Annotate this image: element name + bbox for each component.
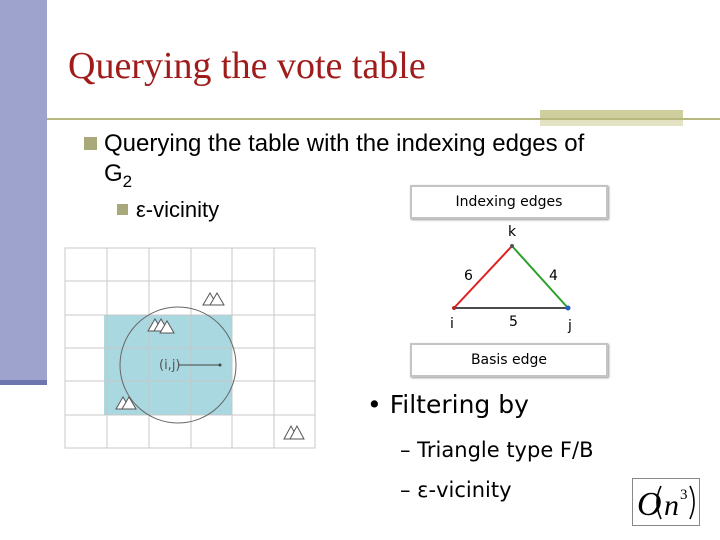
edge-left-line xyxy=(453,245,513,309)
title-rule-accent xyxy=(540,110,683,120)
complexity-formula-svg: O n 3 xyxy=(637,485,695,523)
radius-end-dot xyxy=(218,363,222,367)
complexity-exp: 3 xyxy=(680,487,688,503)
vote-triangle-icon xyxy=(121,396,137,410)
vertex-i-label: i xyxy=(450,316,454,332)
basis-edge-box: Basis edge xyxy=(410,343,608,377)
edge-right-label: 4 xyxy=(549,268,558,284)
bullet-1-text: Querying the table with the indexing edg… xyxy=(104,130,585,157)
grid-lines xyxy=(64,247,316,449)
vertex-k-dot xyxy=(510,244,514,248)
slide-title: Querying the vote table xyxy=(68,45,426,87)
vertex-j-dot xyxy=(565,305,571,311)
bullet-2-text: ε-vicinity xyxy=(136,197,220,222)
indexing-edges-box: Indexing edges xyxy=(410,185,608,219)
edge-bottom-label: 5 xyxy=(509,314,518,330)
vertex-i-dot xyxy=(452,306,456,310)
grid-point-label: (i,j) xyxy=(159,358,181,373)
vertex-j-label: j xyxy=(568,318,572,334)
title-rule-accent-light xyxy=(540,120,683,126)
left-paren xyxy=(656,485,662,520)
sub-bullet-square-icon xyxy=(117,204,128,215)
left-accent-line xyxy=(0,380,47,385)
vote-triangle-icon xyxy=(209,292,225,306)
bullet-1-text-continued: G2 xyxy=(104,160,133,191)
triangle-diagram xyxy=(452,244,571,311)
title-rule xyxy=(47,118,720,120)
edge-left-label: 6 xyxy=(464,268,473,284)
vertex-k-label: k xyxy=(508,224,517,240)
complexity-formula: O n 3 xyxy=(632,478,700,526)
basis-edge-label: Basis edge xyxy=(470,352,548,368)
filtering-heading: • Filtering by xyxy=(367,390,529,419)
filter-item-vicinity: – ε-vicinity xyxy=(400,478,512,502)
filter-item-triangle-type: – Triangle type F/B xyxy=(400,438,594,462)
triangle-votes xyxy=(115,292,305,440)
epsilon-circle xyxy=(119,306,237,424)
right-paren xyxy=(689,485,695,520)
edge-right-line xyxy=(511,245,569,309)
left-accent-bar xyxy=(0,0,47,385)
vote-table-grid: (i,j) xyxy=(64,247,316,449)
bullet-square-icon xyxy=(84,137,97,150)
indexing-edges-label: Indexing edges xyxy=(455,194,563,210)
vote-triangle-icon xyxy=(159,320,175,334)
vote-triangle-icon xyxy=(289,424,305,440)
complexity-var: n xyxy=(664,489,679,522)
